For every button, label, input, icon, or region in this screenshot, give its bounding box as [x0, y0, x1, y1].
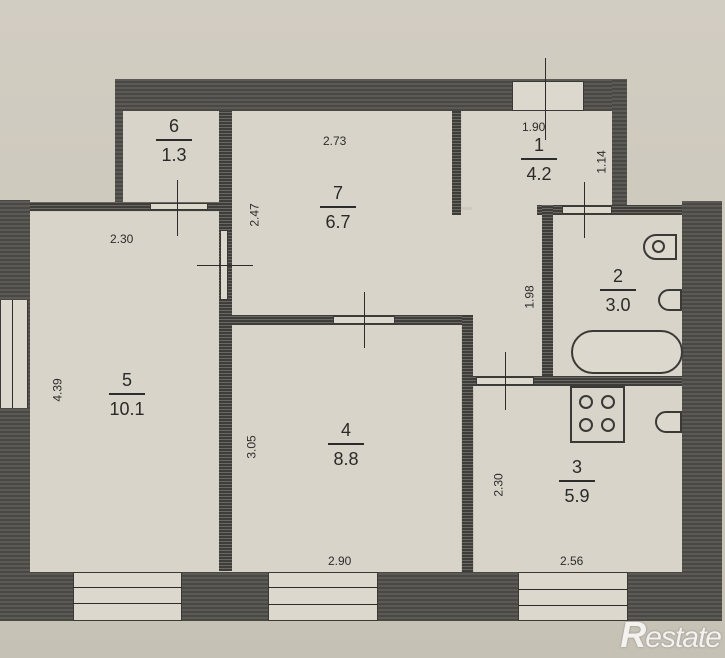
room-6 — [123, 111, 219, 203]
burner-icon — [579, 418, 593, 432]
door-marker-top-window — [545, 58, 546, 140]
door-marker-room4 — [364, 292, 365, 348]
restate-watermark-logo: Restate — [620, 614, 722, 656]
label-divider — [521, 158, 557, 160]
door-marker-room6 — [177, 180, 178, 236]
door-marker-bathroom — [584, 182, 585, 238]
dim-room4-height: 3.05 — [244, 435, 259, 459]
dim-room3-height: 2.30 — [491, 473, 506, 497]
wall-right-upper — [612, 79, 627, 210]
window-room4-pane — [268, 587, 378, 588]
stove-icon — [570, 386, 625, 443]
room-5 — [30, 212, 220, 572]
wall-right — [682, 201, 722, 621]
room-label-4: 4 8.8 — [316, 420, 376, 469]
label-divider — [328, 443, 364, 445]
room-number: 3 — [571, 457, 582, 477]
dim-room5-width: 2.30 — [110, 232, 134, 246]
label-divider — [600, 289, 636, 291]
room-number: 4 — [340, 420, 351, 440]
dim-room5-height: 4.39 — [50, 378, 65, 402]
wall-left — [0, 200, 30, 621]
window-room3-pane — [518, 589, 628, 590]
label-divider — [156, 139, 192, 141]
window-room5-pane — [73, 603, 182, 604]
room-label-7: 7 6.7 — [308, 183, 368, 232]
label-divider — [559, 480, 595, 482]
label-divider — [320, 206, 356, 208]
window-room4-pane — [268, 604, 378, 605]
room-number: 7 — [332, 183, 343, 203]
window-room3-pane — [518, 605, 628, 606]
wall-room6-bottom — [30, 202, 220, 211]
room-area: 1.3 — [161, 145, 187, 165]
room-number: 5 — [121, 370, 132, 390]
room-label-6: 6 1.3 — [144, 116, 204, 165]
window-room5-pane — [73, 587, 182, 588]
room-area: 8.8 — [333, 449, 359, 469]
burner-icon — [601, 395, 615, 409]
room-area: 5.9 — [564, 486, 590, 506]
wall-room4-right — [462, 315, 473, 572]
window-room5 — [73, 572, 182, 621]
logo-text: estate — [645, 621, 722, 654]
burner-icon — [601, 418, 615, 432]
door-marker-room5 — [197, 265, 253, 266]
room-4 — [229, 325, 461, 572]
door-bathroom — [562, 206, 612, 214]
dim-room3-width: 2.56 — [560, 554, 584, 568]
room-label-1: 1 4.2 — [509, 135, 569, 184]
dim-room1-height: 1.14 — [594, 150, 609, 174]
wall-top-left-small — [115, 79, 123, 207]
wall-room6-right — [219, 111, 232, 571]
room-3 — [474, 385, 682, 572]
dim-room4-width: 2.90 — [328, 554, 352, 568]
toilet-bowl-icon — [652, 240, 665, 253]
room-area: 3.0 — [605, 295, 631, 315]
burner-icon — [579, 395, 593, 409]
kitchen-sink-icon — [655, 411, 682, 433]
door-room6 — [150, 203, 208, 210]
room-number: 6 — [168, 116, 179, 136]
dim-room7-height: 2.47 — [247, 203, 262, 227]
room-area: 10.1 — [109, 399, 145, 419]
room-label-3: 3 5.9 — [547, 457, 607, 506]
window-top-room1 — [512, 81, 584, 111]
wall-kitchen-top — [473, 376, 682, 386]
wall-room1-left-stub — [452, 111, 461, 215]
bathtub-icon — [571, 330, 683, 374]
dim-room1-width: 1.90 — [522, 120, 546, 134]
room-number: 2 — [612, 266, 623, 286]
dim-corridor-height: 1.98 — [522, 285, 537, 309]
dim-room7-width: 2.73 — [323, 134, 347, 148]
room-area: 6.7 — [325, 212, 351, 232]
room-number: 1 — [533, 135, 544, 155]
window-left-mullion — [12, 300, 13, 408]
window-left-room5 — [0, 300, 28, 408]
window-room3 — [518, 572, 628, 621]
door-marker-kitchen — [505, 352, 506, 410]
corridor-to-kitchen — [472, 207, 542, 377]
room-label-2: 2 3.0 — [588, 266, 648, 315]
room-area: 4.2 — [526, 164, 552, 184]
label-divider — [109, 393, 145, 395]
wall-bath-left — [542, 205, 553, 385]
window-room4 — [268, 572, 378, 621]
logo-initial: R — [620, 614, 646, 655]
room-label-5: 5 10.1 — [97, 370, 157, 419]
sink-icon — [658, 289, 682, 311]
